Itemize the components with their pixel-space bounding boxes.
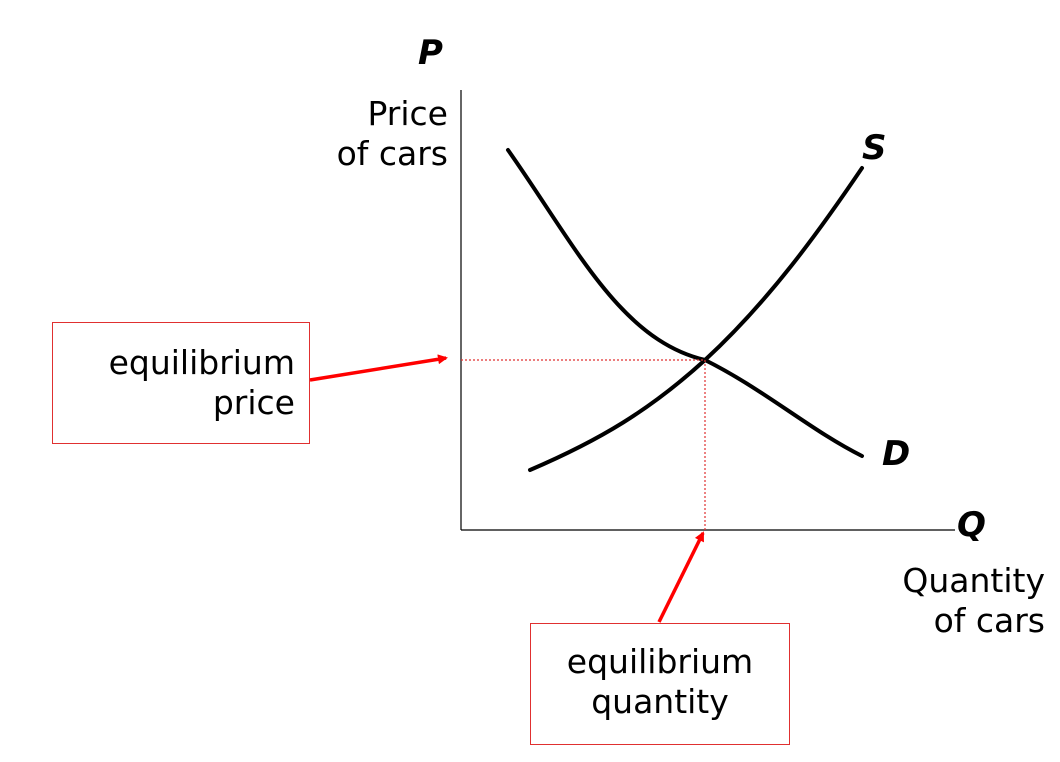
x-axis-symbol: Q: [957, 505, 986, 545]
demand-curve-label: D: [882, 434, 911, 474]
supply-curve: [528, 166, 864, 472]
equilibrium-quantity-line2: quantity: [591, 682, 729, 721]
y-axis-label-line2: of cars: [336, 134, 448, 173]
demand-curve: [506, 148, 864, 458]
equilibrium-price-line1: equilibrium: [108, 343, 295, 382]
y-axis-symbol: P: [418, 33, 443, 73]
equilibrium-price-line2: price: [212, 383, 295, 422]
price-arrow: [309, 354, 448, 382]
equilibrium-quantity-line1: equilibrium: [566, 642, 754, 681]
y-axis-label: Price of cars: [300, 94, 448, 174]
quantity-arrow: [657, 531, 705, 623]
y-axis-label-line1: Price: [367, 94, 448, 133]
supply-curve-label: S: [862, 128, 887, 168]
equilibrium-quantity-callout: equilibrium quantity: [530, 623, 790, 745]
x-axis-label-line1: Quantity: [902, 561, 1045, 600]
equilibrium-price-callout: equilibrium price: [52, 322, 310, 444]
x-axis-label-line2: of cars: [933, 601, 1045, 640]
x-axis-label: Quantity of cars: [855, 561, 1045, 641]
